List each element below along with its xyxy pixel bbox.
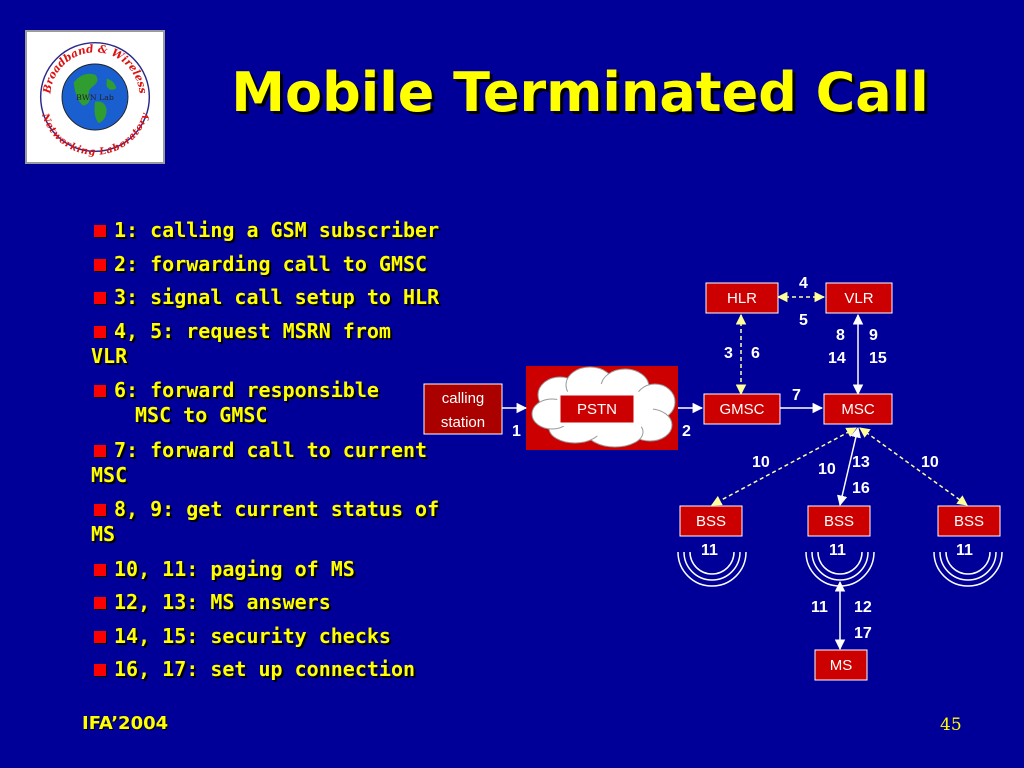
arrow-msc-bss-right	[859, 427, 968, 506]
step-label: 7	[792, 387, 801, 404]
bullet-item: 1: calling a GSM subscriber	[91, 218, 481, 242]
step-label: 10	[818, 461, 836, 478]
bss-left-node: BSS	[679, 505, 743, 537]
step-label: 3	[724, 345, 733, 362]
paging-arcs-left	[677, 551, 747, 587]
step-label: 14	[828, 350, 846, 367]
bullet-item: 10, 11: paging of MS	[91, 557, 481, 581]
step-label: 6	[751, 345, 760, 362]
bwn-lab-logo: BWN Lab Broadband & Wireless Networking …	[25, 30, 165, 164]
step-label: 11	[701, 542, 718, 559]
bullet-square-icon	[94, 444, 106, 457]
arrow-msc-bss-center	[837, 426, 861, 507]
step-label: 11	[956, 542, 973, 559]
step-label: 10	[752, 454, 770, 471]
hlr-node: HLR	[705, 282, 779, 314]
bullet-list: 1: calling a GSM subscriber 2: forwardin…	[91, 218, 481, 691]
svg-text:BSS: BSS	[824, 513, 854, 530]
calling-station-node: calling station	[423, 383, 503, 435]
svg-text:BSS: BSS	[954, 513, 984, 530]
arrow-msc-bss-left	[711, 427, 857, 506]
logo-graphic: BWN Lab Broadband & Wireless Networking …	[39, 41, 151, 158]
step-label: 2	[682, 423, 691, 440]
bullet-square-icon	[94, 292, 106, 304]
bullet-item: 3: signal call setup to HLR	[91, 285, 481, 309]
step-label: 5	[799, 312, 808, 329]
step-label: 1	[512, 423, 521, 440]
paging-arcs-right	[933, 551, 1003, 587]
footer-label: IFA’2004	[82, 713, 169, 734]
step-label: 11	[811, 599, 828, 616]
pstn-node: PSTN	[559, 394, 635, 424]
bullet-square-icon	[94, 385, 106, 397]
msc-node: MSC	[823, 393, 893, 425]
step-label: 8	[836, 327, 845, 344]
bullet-square-icon	[94, 258, 106, 271]
svg-text:PSTN: PSTN	[577, 401, 617, 418]
step-label: 12	[854, 599, 872, 616]
svg-text:calling: calling	[442, 390, 485, 407]
step-label: 10	[921, 454, 939, 471]
svg-text:VLR: VLR	[844, 290, 873, 307]
step-label: 16	[852, 480, 870, 497]
gmsc-node: GMSC	[703, 393, 781, 425]
page-number: 45	[940, 715, 962, 735]
step-label: 15	[869, 350, 887, 367]
logo-center-text: BWN Lab	[76, 93, 114, 102]
bullet-square-icon	[94, 664, 106, 676]
step-label: 11	[829, 542, 846, 559]
step-label: 9	[869, 327, 878, 344]
bullet-square-icon	[94, 225, 106, 237]
bullet-square-icon	[94, 597, 106, 609]
bss-center-node: BSS	[807, 505, 871, 537]
svg-text:BSS: BSS	[696, 513, 726, 530]
step-label: 13	[852, 454, 870, 471]
ms-node: MS	[814, 649, 868, 681]
bullet-square-icon	[94, 630, 106, 643]
step-label: 17	[854, 625, 872, 642]
svg-text:MS: MS	[830, 657, 853, 674]
bullet-square-icon	[94, 325, 106, 338]
bullet-square-icon	[94, 563, 106, 576]
step-label: 4	[799, 275, 808, 292]
svg-text:MSC: MSC	[841, 401, 875, 418]
bullet-square-icon	[94, 504, 106, 516]
bullet-item: 2: forwarding call to GMSC	[91, 252, 481, 276]
bullet-item: 16, 17: set up connection	[91, 657, 481, 681]
slide-title: Mobile Terminated Call	[231, 61, 929, 124]
svg-text:station: station	[441, 414, 485, 431]
paging-arcs-center	[805, 551, 875, 587]
svg-text:HLR: HLR	[727, 290, 757, 307]
bss-right-node: BSS	[937, 505, 1001, 537]
vlr-node: VLR	[825, 282, 893, 314]
bullet-item: 12, 13: MS answers	[91, 590, 481, 614]
bullet-item: 14, 15: security checks	[91, 624, 481, 648]
svg-text:GMSC: GMSC	[720, 401, 765, 418]
